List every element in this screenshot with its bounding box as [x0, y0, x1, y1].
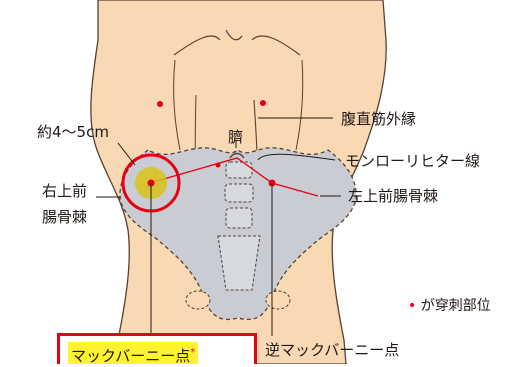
label-reverse-mcburney: 逆マックバーニー点 [265, 341, 399, 359]
label-left-asis: 左上前腸骨棘 [348, 187, 438, 205]
label-mcburney-text: マックバーニー点 [71, 347, 190, 365]
vertebra-1 [226, 162, 252, 178]
label-right-asis-line1: 右上前 [42, 182, 87, 200]
label-mcburney-mark: * [190, 347, 195, 358]
obturator-right [266, 291, 290, 309]
label-distance: 約4〜5cm [37, 123, 109, 141]
label-rectus-edge: 腹直筋外縁 [341, 110, 416, 128]
label-monro-richter: モンローリヒター線 [345, 152, 480, 170]
legend-text: が穿刺部位 [421, 298, 491, 314]
label-right-asis-line2: 腸骨棘 [42, 208, 87, 226]
vertebra-2 [225, 184, 253, 202]
legend-dot: • [408, 298, 416, 314]
puncture-dot-right [260, 100, 266, 106]
puncture-dot-left [157, 101, 163, 107]
mcburney-box: マックバーニー点* [57, 333, 257, 364]
label-navel: 臍 [228, 128, 243, 146]
asis-left-dot [216, 163, 221, 168]
legend-puncture: • が穿刺部位 [408, 297, 491, 315]
obturator-left [186, 291, 210, 309]
label-mcburney: マックバーニー点* [68, 342, 198, 364]
vertebra-3 [226, 208, 252, 228]
